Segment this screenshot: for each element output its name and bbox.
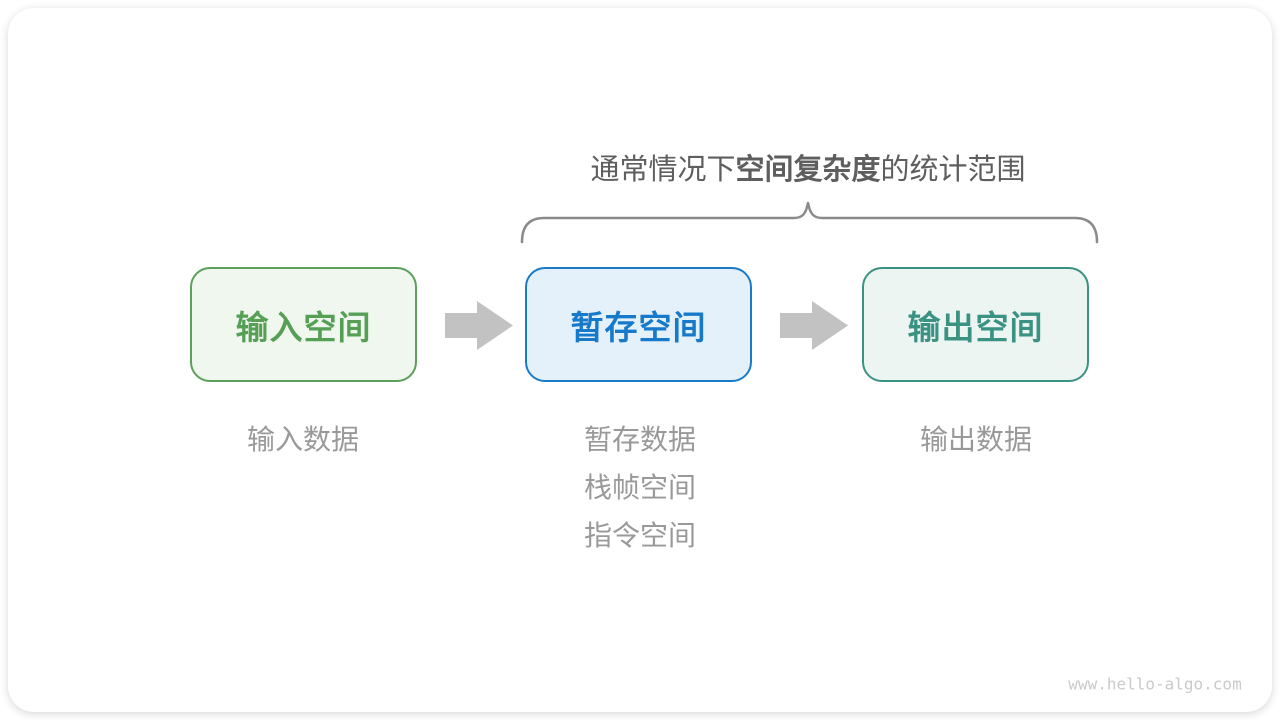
curly-brace-icon (520, 201, 1099, 244)
box-output-space-label: 输出空间 (907, 308, 1044, 346)
sublabel-input-data: 输入数据 (246, 424, 360, 455)
sublabel-instruction-space: 指令空间 (583, 520, 697, 551)
arrow-right-icon (445, 301, 513, 350)
title-suffix: 的统计范围 (880, 154, 1026, 186)
box-output-space: 输出空间 (862, 267, 1089, 382)
box-input-space: 输入空间 (190, 267, 417, 382)
sublabel-output-data: 输出数据 (919, 424, 1033, 455)
title-bold-term: 空间复杂度 (735, 154, 881, 186)
watermark: www.hello-algo.com (1068, 674, 1242, 694)
box-temp-space: 暂存空间 (525, 267, 752, 382)
diagram-title: 通常情况下空间复杂度的统计范围 (590, 146, 1025, 188)
arrow-right-icon (780, 301, 848, 350)
sublabel-stack-frame-space: 栈帧空间 (583, 472, 697, 503)
box-temp-space-label: 暂存空间 (570, 308, 707, 346)
box-input-space-label: 输入空间 (235, 308, 372, 346)
sublabel-temp-data: 暂存数据 (583, 424, 697, 455)
title-prefix: 通常情况下 (590, 154, 736, 186)
